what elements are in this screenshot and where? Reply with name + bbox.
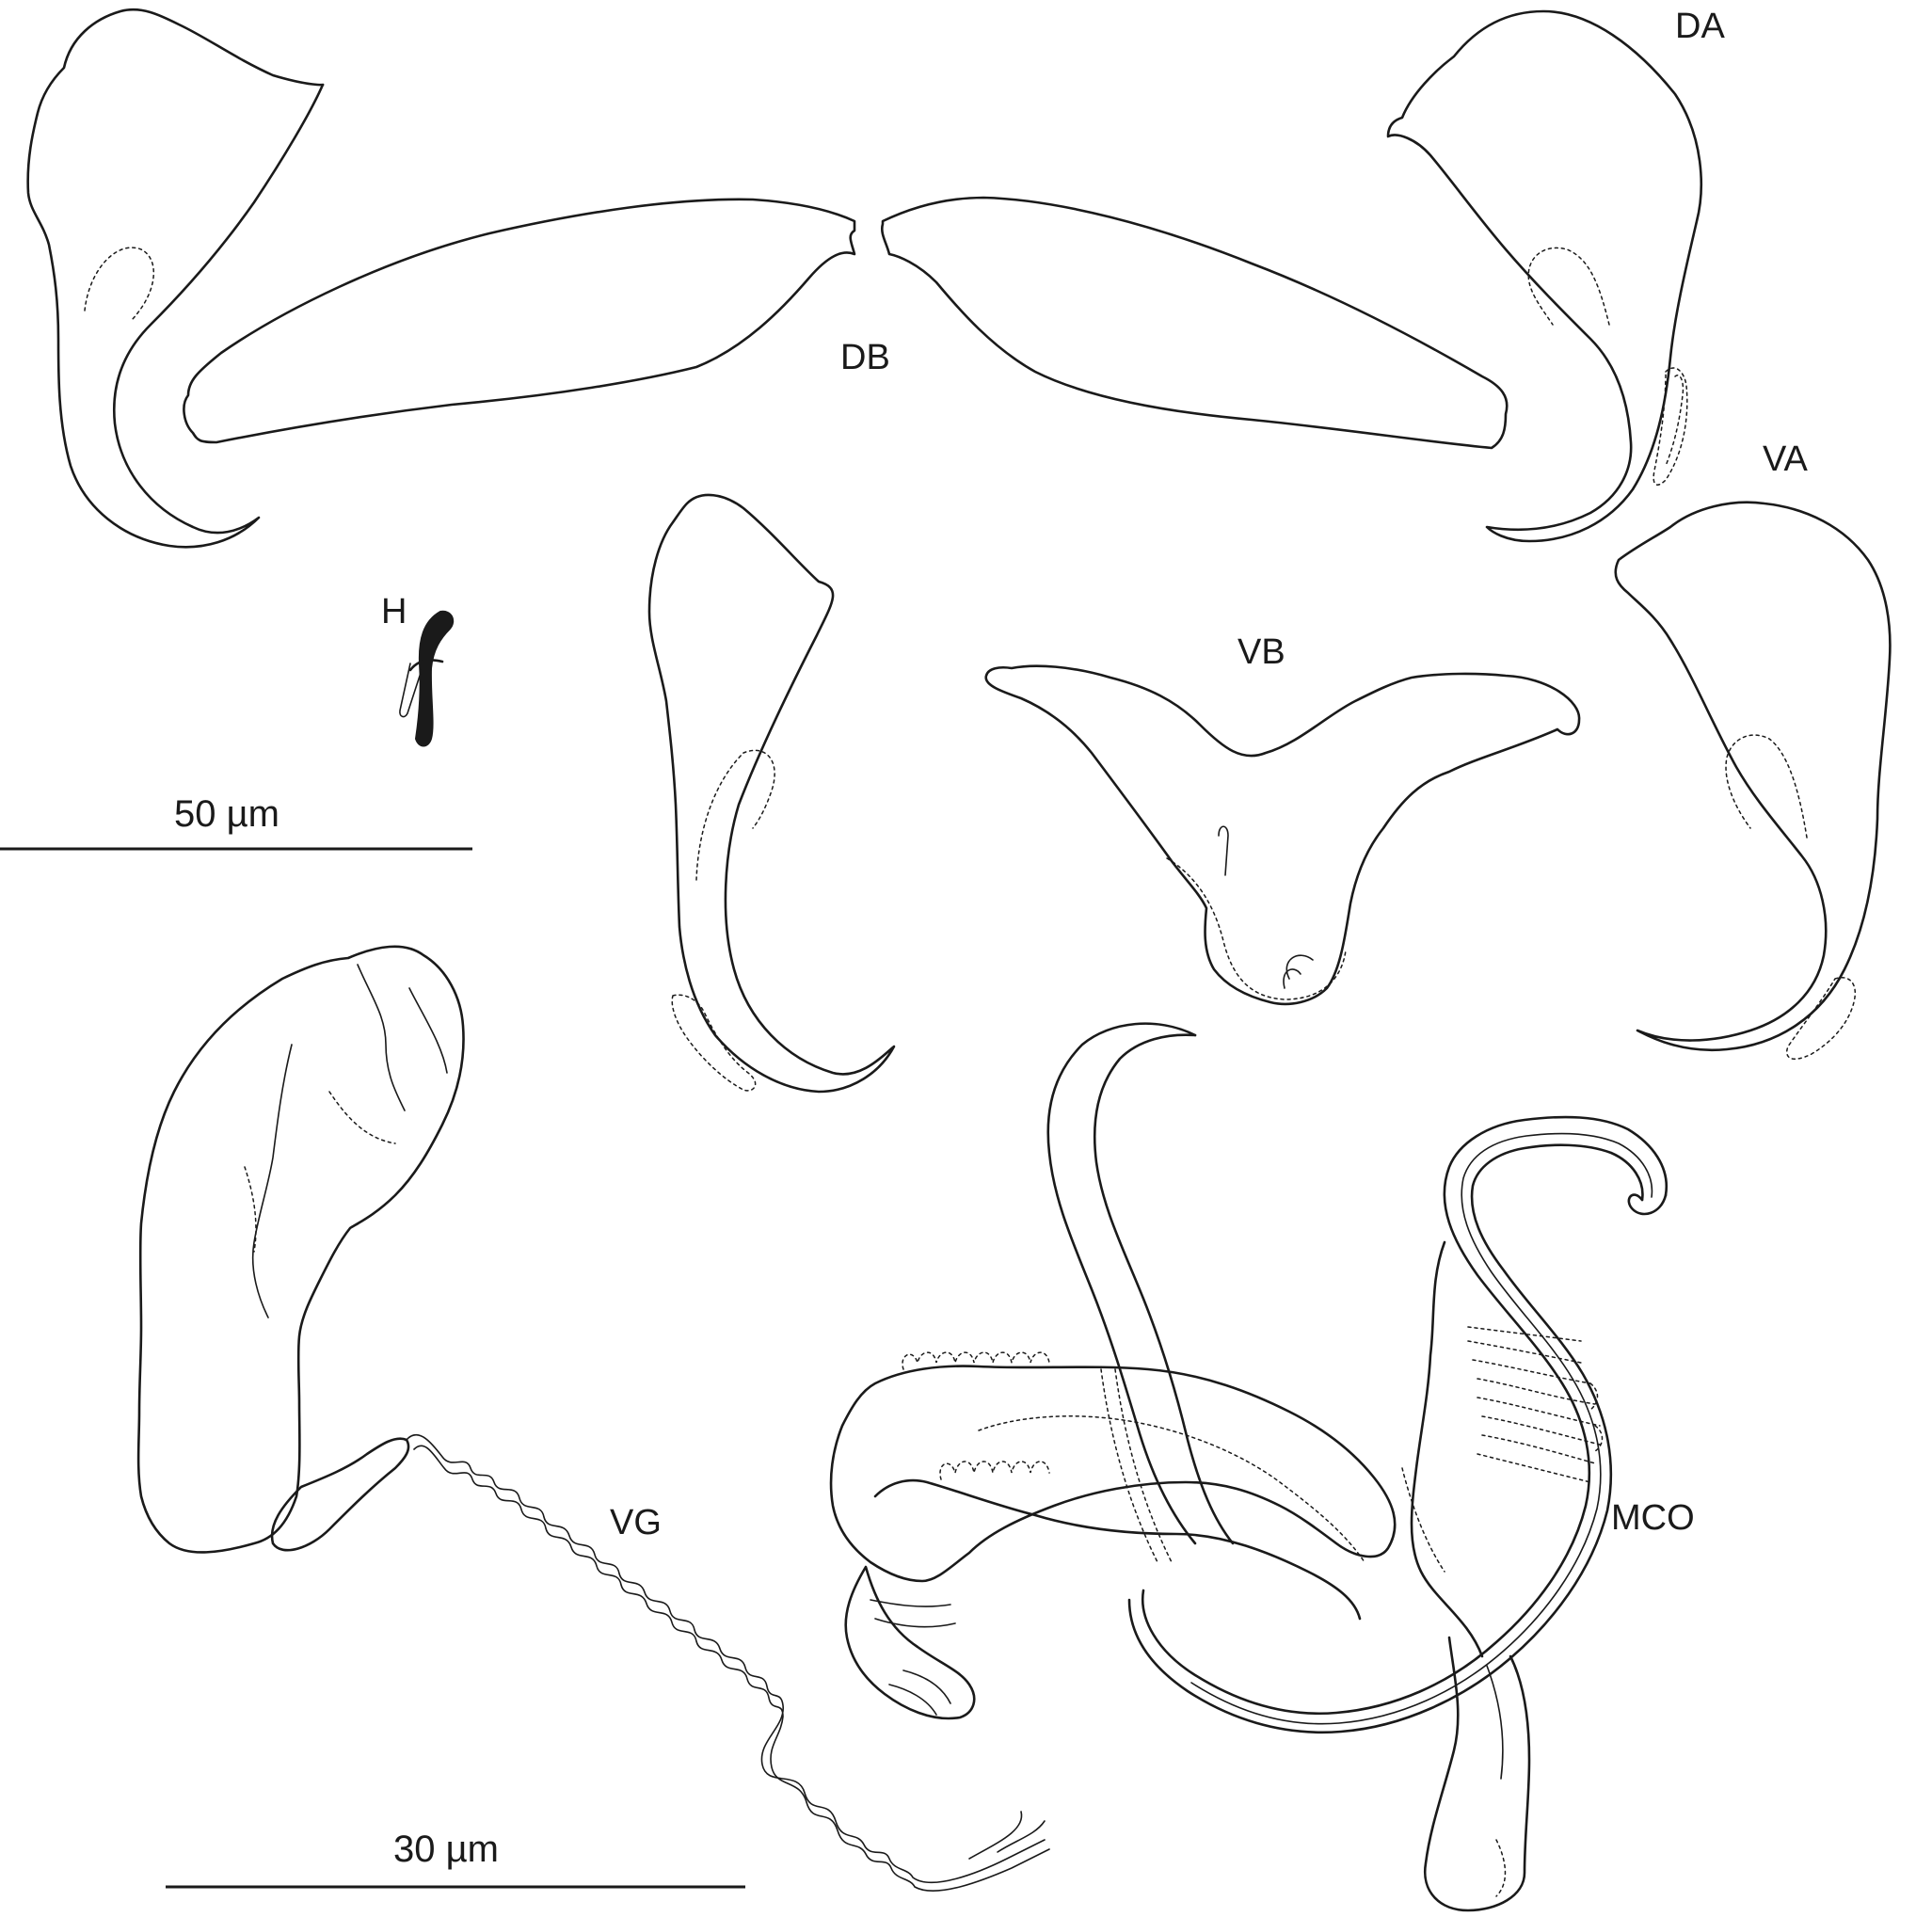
dorsal-anchor-right — [1386, 9, 1702, 543]
label-ventral-bar: VB — [1237, 632, 1285, 672]
dorsal-anchor-left — [26, 8, 325, 549]
vaginal-duct — [406, 1433, 1050, 1892]
label-ventral-anchor: VA — [1763, 439, 1809, 479]
ventral-bar — [984, 664, 1581, 1006]
label-hook: H — [381, 592, 407, 631]
scale-bar-bottom-label: 30 µm — [393, 1829, 499, 1870]
hook — [399, 610, 455, 747]
scale-bar-top-label: 50 µm — [174, 793, 279, 835]
scale-bar-bottom: 30 µm — [166, 1829, 745, 1889]
vagina — [136, 945, 465, 1554]
male-copulatory-organ — [829, 1022, 1669, 1912]
label-dorsal-bar: DB — [840, 338, 890, 377]
ventral-anchor-middle — [647, 493, 896, 1094]
ventral-anchor-right — [1614, 501, 1892, 1061]
dorsal-bar — [183, 196, 1509, 450]
label-male-copulatory-organ: MCO — [1611, 1498, 1695, 1538]
scale-bar-top: 50 µm — [0, 793, 472, 851]
label-vagina: VG — [610, 1503, 662, 1542]
label-dorsal-anchor: DA — [1675, 7, 1725, 46]
